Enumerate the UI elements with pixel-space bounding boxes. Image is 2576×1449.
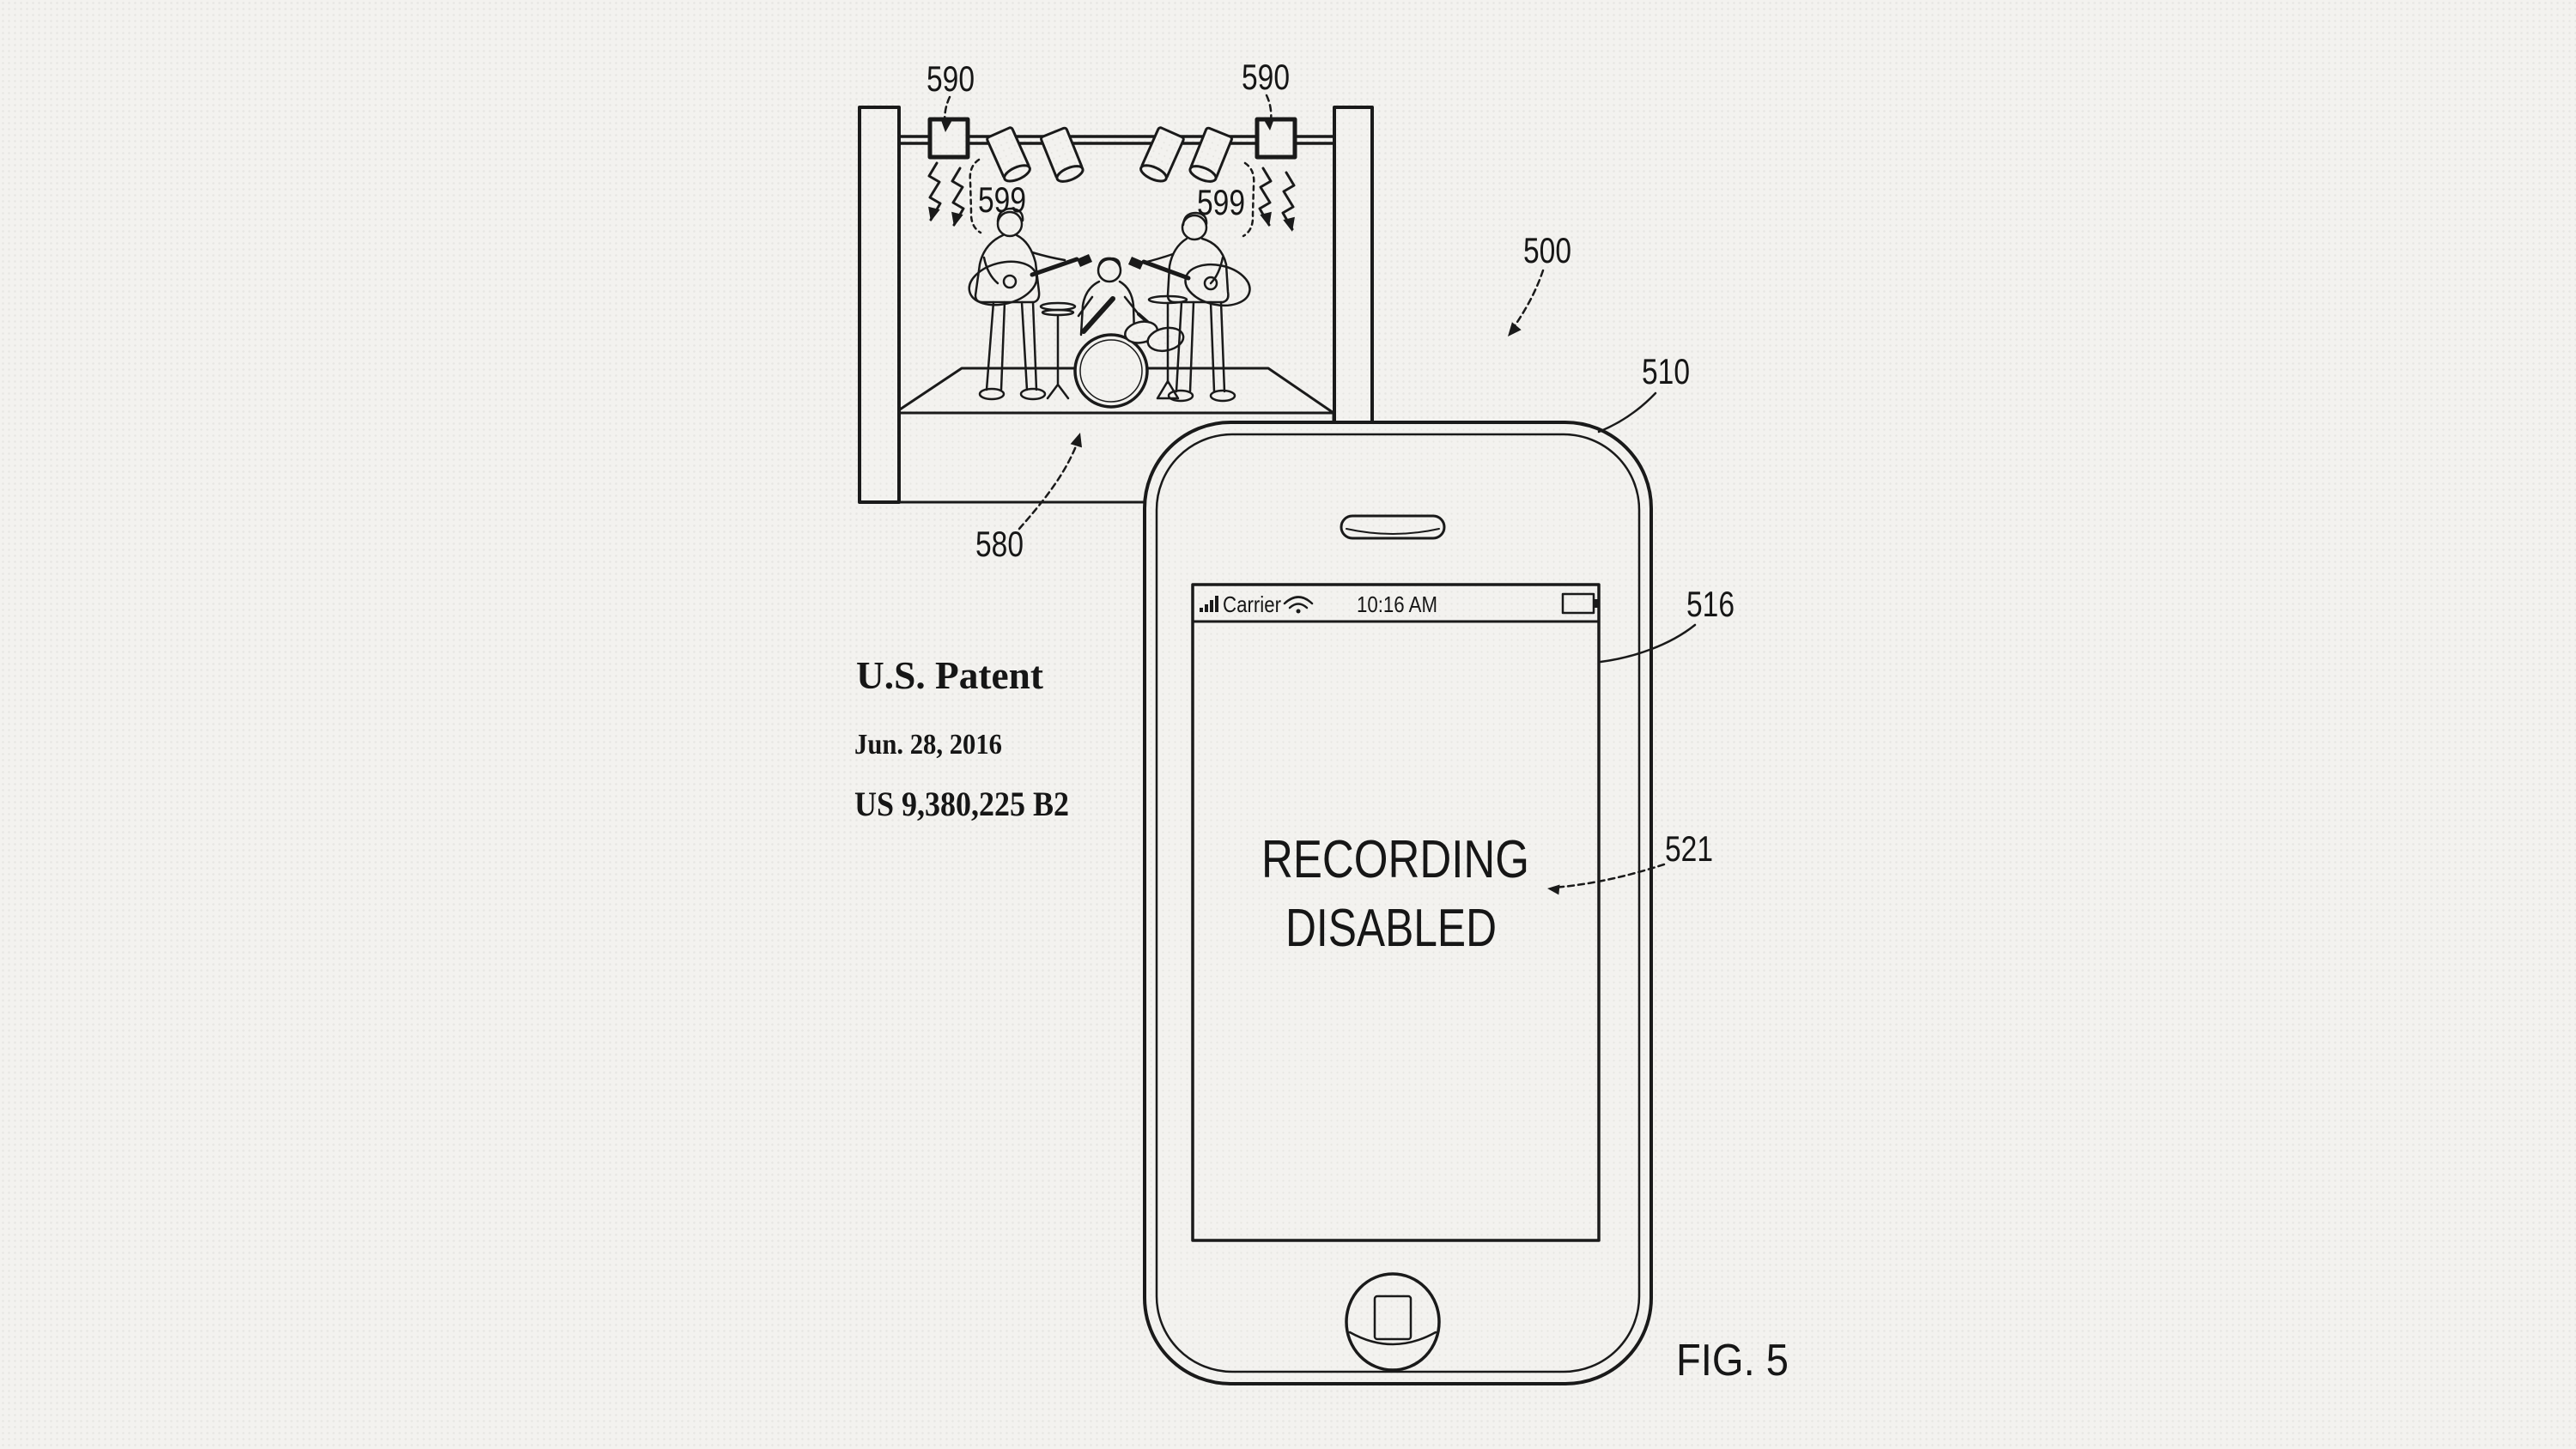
label-580: 580	[975, 524, 1024, 564]
leader-580	[1018, 435, 1081, 530]
callout-labels: 500 510 516 521	[1508, 230, 1735, 895]
guitar-icon	[1128, 257, 1251, 307]
stage-post-left	[858, 106, 901, 504]
guitarist-left	[968, 207, 1092, 401]
phone-device: Carrier 10:16 AM RECORDING DISABLED	[1143, 421, 1653, 1385]
leader-590-left	[943, 95, 951, 130]
screen-message-line2: DISABLED	[1285, 899, 1497, 958]
patent-date: Jun. 28, 2016	[854, 729, 1002, 761]
leader-516	[1599, 623, 1697, 664]
guitar-icon	[968, 254, 1092, 306]
stage-light-icon	[986, 126, 1031, 183]
patent-header: U.S. Patent Jun. 28, 2016 US 9,380,225 B…	[854, 653, 1069, 823]
band	[968, 207, 1251, 409]
carrier-label: Carrier	[1223, 591, 1281, 617]
stage-lights	[986, 126, 1233, 183]
signal-arrows-right	[1258, 167, 1296, 232]
home-button	[1345, 1272, 1441, 1372]
stage-light-icon	[1139, 126, 1185, 183]
label-510: 510	[1642, 351, 1690, 391]
label-599-right: 599	[1197, 182, 1245, 222]
stage-light-icon	[1040, 126, 1084, 183]
screen-message: RECORDING DISABLED	[1261, 830, 1529, 958]
phone-inner-bezel	[1155, 433, 1641, 1373]
leader-521	[1552, 863, 1666, 889]
leader-500	[1508, 269, 1545, 335]
leader-510	[1597, 391, 1657, 433]
label-599-left: 599	[978, 179, 1026, 220]
label-516: 516	[1686, 584, 1735, 624]
wifi-icon	[1283, 596, 1314, 614]
leader-590-right	[1265, 94, 1273, 129]
emitter-box-right	[1255, 117, 1297, 160]
patent-number: US 9,380,225 B2	[854, 785, 1069, 823]
label-521: 521	[1665, 828, 1713, 869]
label-500: 500	[1523, 230, 1571, 270]
label-590-left: 590	[927, 58, 975, 99]
patent-title: U.S. Patent	[856, 653, 1044, 697]
home-button-square-icon	[1373, 1294, 1413, 1341]
signal-arrows-left	[927, 161, 965, 227]
status-bar: Carrier 10:16 AM	[1191, 591, 1601, 623]
stage-light-icon	[1188, 126, 1233, 183]
brace-right	[1242, 161, 1255, 238]
earpiece-speaker	[1340, 514, 1446, 540]
signal-bars-icon	[1200, 596, 1218, 612]
figure-caption: FIG. 5	[1676, 1336, 1789, 1385]
clock-label: 10:16 AM	[1357, 591, 1437, 617]
phone-screen	[1191, 583, 1601, 1242]
screen-message-line1: RECORDING	[1261, 830, 1529, 889]
battery-icon	[1561, 592, 1598, 615]
brace-left	[969, 158, 982, 234]
label-590-right: 590	[1242, 57, 1290, 97]
guitarist-right	[1128, 211, 1251, 403]
